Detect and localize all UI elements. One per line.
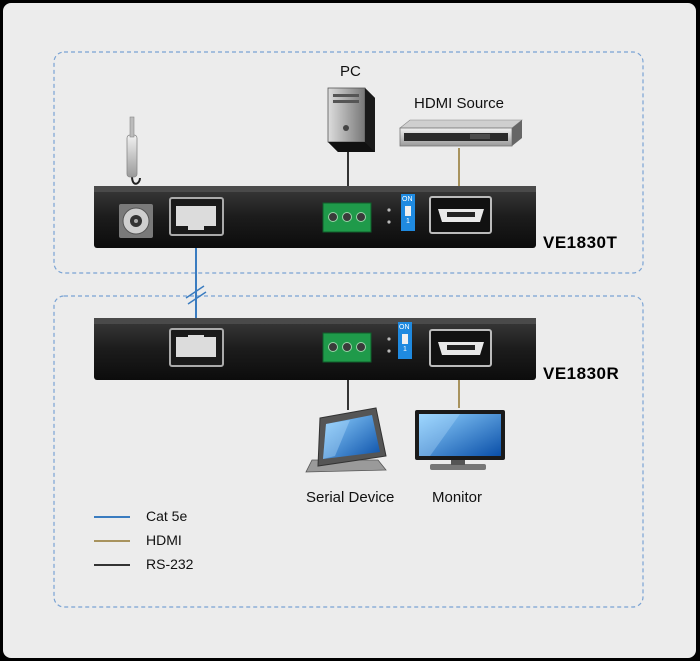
dip-switch-on-label: ON: [402, 196, 413, 203]
transmitter-model-label: VE1830T: [543, 233, 618, 252]
transmitter-group-frame: [53, 51, 644, 274]
power-jack-icon: [119, 204, 153, 238]
serial-device-label: Serial Device: [306, 489, 395, 506]
hdmi-port-icon: [429, 196, 492, 234]
legend-line-hdmi: [94, 540, 130, 542]
dip-switch-on-label: ON: [399, 324, 410, 331]
receiver-group-frame: [53, 295, 644, 608]
transmitter-unit: [94, 186, 536, 248]
monitor-icon: [415, 410, 505, 470]
cable-break-mark: [185, 285, 205, 299]
pc-label: PC: [340, 63, 361, 80]
legend-line-cat5e: [94, 516, 130, 518]
receiver-unit: [94, 318, 536, 380]
rj45-port-icon: [169, 328, 224, 367]
terminal-block-icon: [322, 202, 372, 233]
pc-icon: [327, 87, 375, 152]
dip-switch-1-label: 1: [403, 346, 407, 353]
hdmi-source-label: HDMI Source: [414, 95, 505, 112]
legend-label-hdmi: HDMI: [146, 532, 182, 548]
receiver-model-label: VE1830R: [543, 364, 620, 383]
legend-line-rs232: [94, 564, 130, 566]
power-adapter-icon: [126, 116, 141, 185]
dip-switch-icon: [401, 194, 415, 231]
legend-label-rs232: RS-232: [146, 556, 194, 572]
legend-label-cat5e: Cat 5e: [146, 508, 188, 524]
monitor-label: Monitor: [432, 489, 483, 506]
hdmi-source-icon: [399, 119, 523, 147]
cable-break-mark-2: [187, 291, 207, 305]
dip-switch-icon: [398, 322, 412, 359]
rj45-port-icon: [169, 197, 224, 236]
terminal-block-icon: [322, 332, 372, 363]
hdmi-port-icon: [429, 329, 492, 367]
dip-switch-1-label: 1: [406, 218, 410, 225]
serial-device-icon: [305, 407, 387, 473]
